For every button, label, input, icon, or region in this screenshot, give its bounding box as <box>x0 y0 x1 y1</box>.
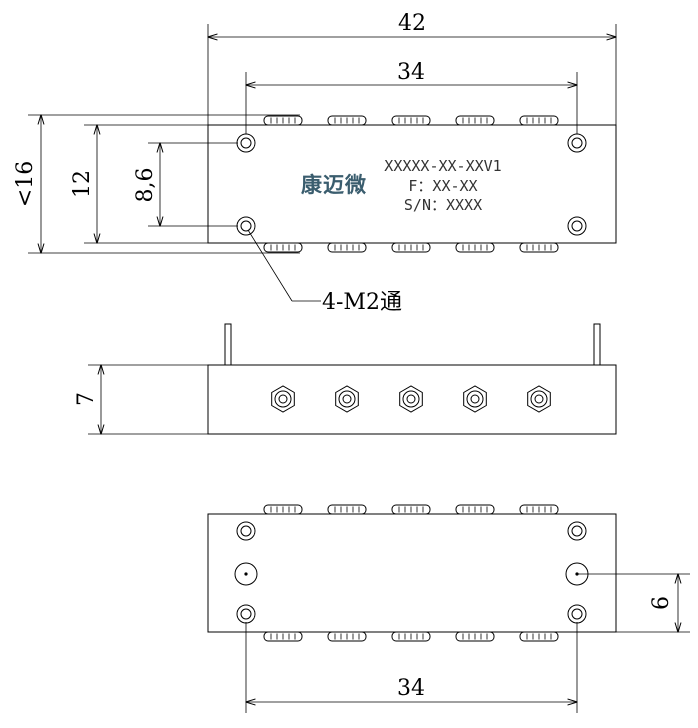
dimension-bottom-pin-spacing: 34 <box>246 622 577 713</box>
mounting-hole <box>567 216 587 236</box>
connector-pin <box>455 115 495 126</box>
top-view: 康迈微 XXXXX-XX-XXV1 F：XX-XX S/N：XXXX 42 34… <box>13 11 617 315</box>
brand-logo: 康迈微 <box>301 173 367 197</box>
connector-nut <box>399 385 423 413</box>
serial-label: S/N：XXXX <box>404 196 482 214</box>
connector-pin <box>391 115 431 126</box>
bottom-view-lower-connectors <box>263 631 559 642</box>
rf-port-left <box>234 562 258 586</box>
svg-text:8,6: 8,6 <box>133 168 158 203</box>
dimension-side-height: 7 <box>74 365 208 434</box>
side-pin-left <box>224 323 232 366</box>
side-pin-right <box>593 323 601 366</box>
dimension-hole-spacing: 8,6 <box>133 143 238 226</box>
connector-pin <box>263 115 303 126</box>
connector-pin <box>455 631 495 642</box>
connector-nut <box>463 385 487 413</box>
svg-text:7: 7 <box>74 392 99 406</box>
mounting-hole <box>567 521 587 541</box>
bottom-view-body <box>207 513 617 633</box>
side-view: 7 <box>74 323 617 435</box>
dimension-pin-spacing: 34 <box>246 60 577 134</box>
connector-pin <box>391 631 431 642</box>
model-number: XXXXX-XX-XXV1 <box>384 157 501 175</box>
connector-pin <box>327 242 367 253</box>
connector-nut <box>335 385 359 413</box>
connector-pin <box>327 504 367 515</box>
connector-pin <box>327 115 367 126</box>
connector-pin <box>519 631 559 642</box>
dimension-bottom-offset: 6 <box>577 574 690 632</box>
connector-pin <box>455 504 495 515</box>
svg-text:34: 34 <box>397 60 425 85</box>
connector-pin <box>263 631 303 642</box>
frequency-label: F：XX-XX <box>408 177 477 195</box>
svg-text:34: 34 <box>397 676 425 701</box>
connector-nut <box>527 385 551 413</box>
svg-text:<16: <16 <box>13 161 38 207</box>
connector-pin <box>263 504 303 515</box>
side-view-body <box>207 364 617 435</box>
connector-pin <box>327 631 367 642</box>
connector-pin <box>519 504 559 515</box>
top-view-lower-connectors <box>263 242 559 253</box>
bottom-view: 34 6 <box>207 504 690 713</box>
dimension-body-height: 12 <box>70 125 208 243</box>
connector-pin <box>263 242 303 253</box>
connector-pin <box>391 242 431 253</box>
svg-text:4-M2通: 4-M2通 <box>322 290 402 315</box>
connector-pin <box>391 504 431 515</box>
connector-pin <box>519 242 559 253</box>
side-view-connectors <box>271 385 551 413</box>
connector-nut <box>271 385 295 413</box>
svg-text:6: 6 <box>649 596 674 610</box>
top-view-upper-connectors <box>263 115 559 126</box>
dimension-length: 42 <box>208 11 616 125</box>
connector-pin <box>519 115 559 126</box>
svg-text:12: 12 <box>70 170 95 198</box>
mounting-hole <box>236 521 256 541</box>
hole-callout: 4-M2通 <box>247 229 402 315</box>
top-view-body <box>207 124 617 244</box>
dimension-overall-height: <16 <box>13 115 300 253</box>
connector-pin <box>455 242 495 253</box>
bottom-view-upper-connectors <box>263 504 559 515</box>
svg-text:42: 42 <box>398 11 426 36</box>
